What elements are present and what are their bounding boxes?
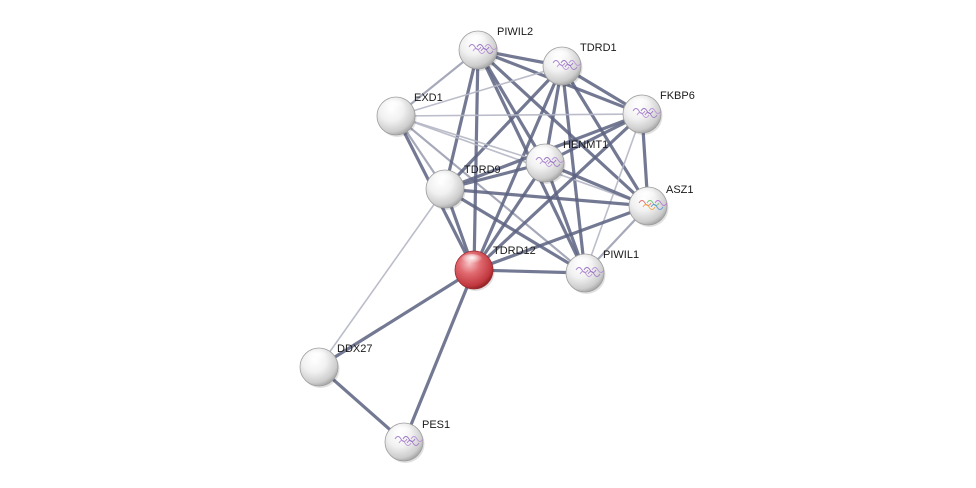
node-highlight	[383, 100, 405, 112]
edge-tdrd12-pes1[interactable]	[404, 270, 474, 442]
node-label-tdrd12: TDRD12	[493, 245, 536, 257]
node-label-asz1: ASZ1	[666, 184, 694, 196]
node-label-henmt1: HENMT1	[563, 139, 608, 151]
node-highlight	[629, 98, 651, 110]
node-highlight	[391, 426, 413, 438]
node-label-ddx27: DDX27	[337, 343, 372, 355]
node-label-tdrd9: TDRD9	[464, 164, 501, 176]
edge-layer	[319, 50, 648, 442]
node-tdrd9[interactable]: TDRD9	[426, 164, 501, 210]
node-label-exd1: EXD1	[414, 92, 443, 104]
edge-exd1-fkbp6[interactable]	[396, 114, 642, 116]
edge-tdrd9-ddx27[interactable]	[319, 189, 445, 367]
node-fkbp6[interactable]: FKBP6	[623, 90, 695, 135]
node-label-tdrd1: TDRD1	[580, 42, 617, 54]
node-label-pes1: PES1	[422, 419, 450, 431]
node-label-fkbp6: FKBP6	[660, 90, 695, 102]
node-tdrd12[interactable]: TDRD12	[455, 245, 536, 291]
node-asz1[interactable]: ASZ1	[629, 184, 694, 227]
node-highlight	[461, 254, 483, 266]
node-pes1[interactable]: PES1	[385, 419, 450, 463]
node-piwil2[interactable]: PIWIL2	[459, 26, 533, 71]
node-highlight	[549, 50, 571, 62]
node-highlight	[532, 147, 554, 159]
node-tdrd1[interactable]: TDRD1	[543, 42, 617, 87]
node-exd1[interactable]: EXD1	[377, 92, 443, 137]
node-highlight	[635, 190, 657, 202]
node-highlight	[306, 351, 328, 363]
node-label-piwil1: PIWIL1	[603, 249, 639, 261]
node-piwil1[interactable]: PIWIL1	[566, 249, 639, 294]
node-highlight	[465, 34, 487, 46]
node-highlight	[432, 173, 454, 185]
node-label-piwil2: PIWIL2	[497, 26, 533, 38]
node-highlight	[572, 257, 594, 269]
